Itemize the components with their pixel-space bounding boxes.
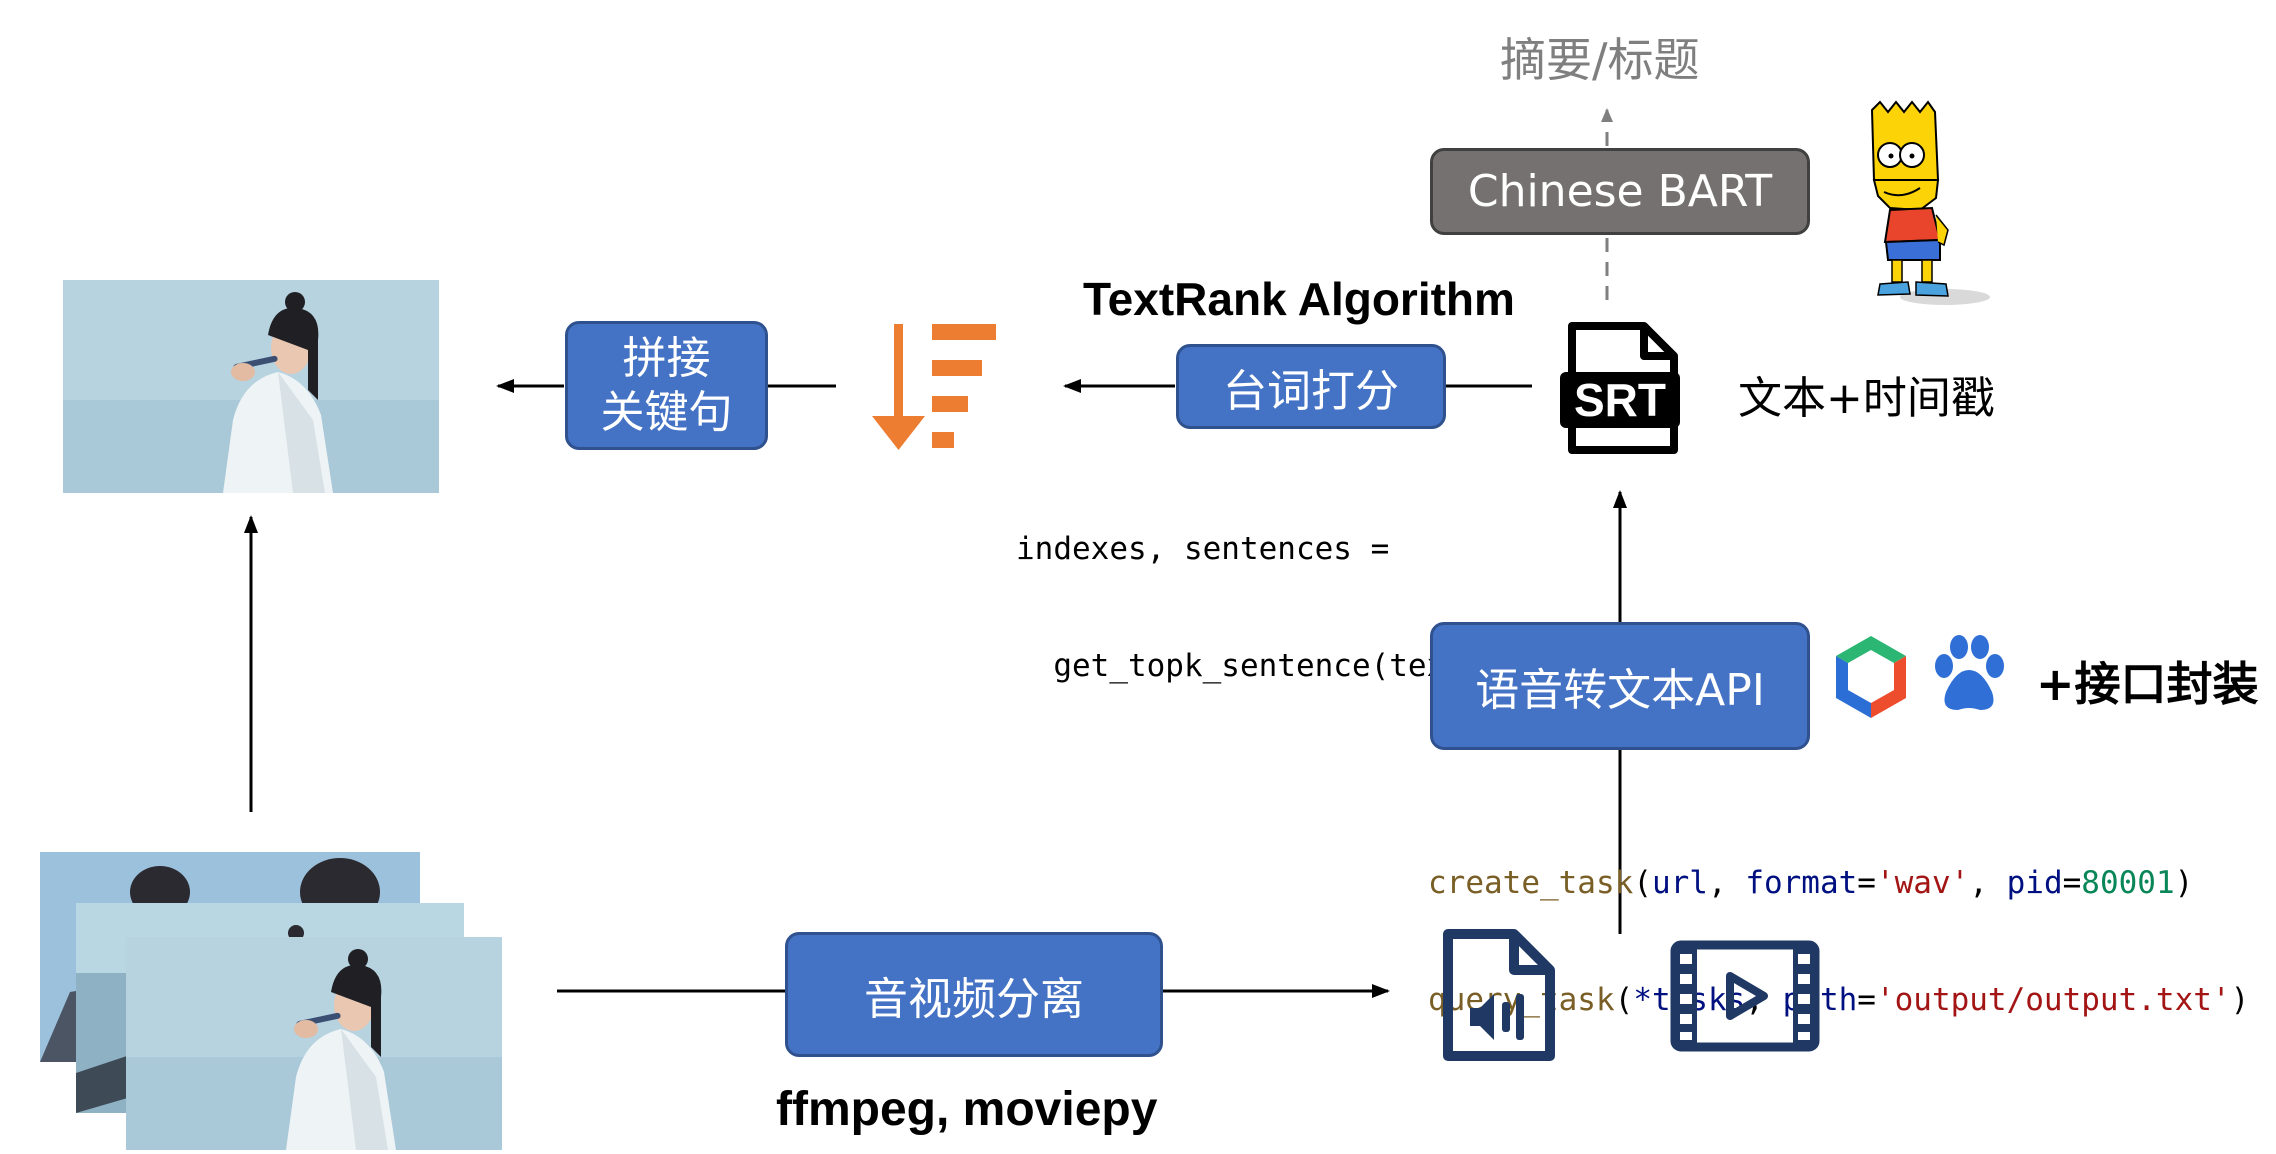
api-code-eq: = (1857, 982, 1876, 1018)
bart-simpson-icon (1860, 100, 2000, 315)
api-wrapper-label: +接口封装 (2036, 657, 2259, 711)
api-code-arg-pid: pid (2006, 865, 2063, 901)
line-scoring-box: 台词打分 (1176, 344, 1446, 429)
concat-label-line1: 拼接 (622, 332, 711, 384)
api-code-paren: ( (1614, 982, 1634, 1018)
srt-icon-text: SRT (1574, 374, 1666, 426)
chinese-bart-label: Chinese BART (1467, 166, 1773, 217)
api-code-line1: create_task(url, format='wav', pid=80001… (1428, 864, 2249, 903)
srt-file-icon: SRT (1560, 322, 1680, 454)
topk-code-fn: get_topk_sentence(text, (1016, 648, 1502, 684)
summary-title-output: 摘要/标题 (1500, 33, 1700, 87)
line-scoring-label: 台词打分 (1223, 365, 1399, 417)
api-code-comma: , (1707, 865, 1746, 901)
srt-description-label: 文本+时间戳 (1738, 373, 1995, 424)
audio-file-icon (1442, 928, 1556, 1062)
concat-label-line2: 关键句 (600, 386, 733, 438)
api-code-paren-end: ) (2230, 982, 2250, 1018)
speech-to-text-api-label: 语音转文本API (1475, 665, 1765, 716)
output-video-frame (63, 280, 439, 493)
baidu-paw-logo-icon (1930, 634, 2008, 714)
api-code-comma: , (1969, 865, 2007, 901)
speech-to-text-api-box: 语音转文本API (1430, 622, 1810, 750)
concat-key-sentences-box: 拼接 关键句 (565, 321, 768, 450)
api-code-num-pid: 80001 (2081, 865, 2175, 901)
chinese-bart-box: Chinese BART (1430, 148, 1810, 235)
tools-label: ffmpeg, moviepy (776, 1083, 1158, 1136)
api-code-str-path: 'output/output.txt' (1875, 982, 2231, 1018)
api-code-paren: ( (1633, 865, 1652, 901)
api-code-eq: = (2062, 865, 2082, 901)
api-code-fn-create: create_task (1428, 865, 1634, 901)
api-code-str-wav: 'wav' (1875, 865, 1970, 901)
topk-code-line1: indexes, sentences = (1016, 531, 1390, 567)
api-code-eq: = (1857, 865, 1876, 901)
api-code-paren-end: ) (2174, 865, 2194, 901)
input-frame-front (126, 937, 502, 1150)
cloud-cube-logo-icon (1832, 632, 1910, 720)
av-separation-box: 音视频分离 (785, 932, 1163, 1057)
textrank-label: TextRank Algorithm (1083, 273, 1515, 325)
sort-descending-icon (870, 320, 1000, 455)
api-code-arg-url: url (1651, 865, 1708, 901)
av-separation-label: 音视频分离 (864, 973, 1084, 1025)
video-film-icon (1670, 940, 1820, 1052)
api-code-arg-format: format (1745, 865, 1858, 901)
